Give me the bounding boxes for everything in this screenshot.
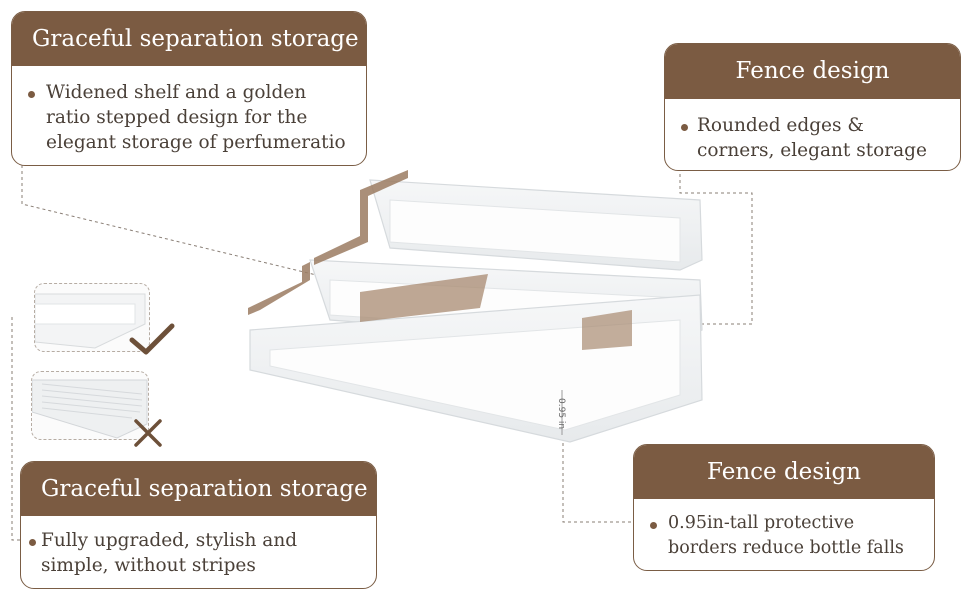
callout-fence-design-bottom: Fence design 0.95in-tall protective bord… (633, 444, 935, 571)
thumbnail-striped-shelf (31, 371, 149, 440)
callout-fence-design-top: Fence design Rounded edges & corners, el… (664, 43, 961, 171)
bullet-icon (29, 539, 36, 546)
check-mark-icon (129, 323, 175, 355)
callout-text: Rounded edges & corners, elegant storage (697, 115, 927, 161)
callout-graceful-separation-top: Graceful separation storage Widened shel… (11, 11, 367, 166)
callout-title: Fence design (665, 44, 960, 99)
callout-text: Fully upgraded, stylish and simple, with… (41, 530, 298, 576)
cross-mark-icon (134, 419, 162, 447)
edge-highlight-top (314, 170, 408, 265)
callout-text: Widened shelf and a golden ratio stepped… (46, 82, 346, 153)
thumbnail-smooth-shelf (34, 283, 150, 352)
callout-graceful-separation-bottom: Graceful separation storage Fully upgrad… (20, 461, 377, 589)
height-label: 0.95 in (556, 398, 566, 430)
edge-highlight-mid (248, 262, 310, 315)
callout-title: Graceful separation storage (12, 12, 366, 66)
stepped-organizer-illustration (248, 170, 703, 443)
fence-highlight (582, 310, 632, 350)
bullet-icon (28, 91, 35, 98)
bullet-icon (650, 522, 657, 529)
callout-title: Graceful separation storage (21, 462, 376, 516)
callout-title: Fence design (634, 445, 934, 499)
bullet-icon (681, 124, 688, 131)
callout-text: 0.95in-tall protective borders reduce bo… (668, 513, 904, 558)
shelf-highlight (360, 274, 488, 322)
